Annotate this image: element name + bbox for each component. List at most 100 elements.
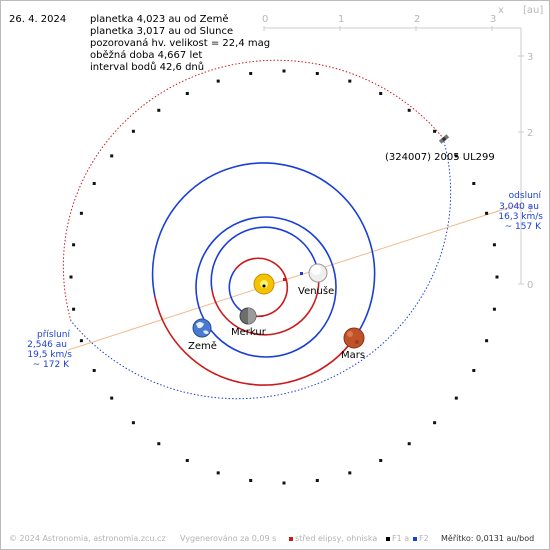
mars-label: Mars — [341, 350, 365, 361]
asteroid-orbit-points — [69, 69, 499, 485]
asteroid-orbit-point — [72, 307, 76, 311]
y-tick-label-0: 0 — [527, 280, 533, 291]
scale-label: Měřítko: — [441, 534, 474, 543]
perihelion-temp: ~ 172 K — [33, 360, 70, 370]
axis-frame — [263, 26, 524, 285]
legend-blue-square-icon — [413, 536, 417, 541]
asteroid-orbit-point — [157, 108, 161, 112]
y-tick-label-2: 2 — [527, 128, 533, 139]
asteroid-orbit-point — [249, 479, 253, 482]
apsides-line — [67, 203, 521, 351]
venus-label: Venuše — [298, 285, 334, 297]
asteroid-label: (324007) 2005 UL299 — [385, 152, 495, 163]
x-tick-label-2: 2 — [414, 14, 420, 25]
legend-center-foci: střed elipsy, ohniska — [289, 534, 377, 544]
asteroid-orbit-point — [110, 396, 114, 400]
asteroid-orbit-point — [131, 421, 135, 425]
asteroid-orbit-point — [185, 459, 189, 462]
mars-orbit-blue — [151, 162, 376, 338]
asteroid-orbit-point — [249, 72, 253, 75]
asteroid-orbit-point — [92, 182, 96, 185]
perihelion-label: přísluní — [37, 330, 71, 340]
asteroid-orbit-point — [110, 154, 114, 158]
legend-center-text: střed elipsy, ohniska — [295, 534, 378, 543]
asteroid-orbit-point — [485, 339, 489, 343]
asteroid-orbit-point — [216, 79, 220, 83]
focus-f2-marker — [300, 272, 303, 275]
legend-f2-text: F2 — [419, 534, 429, 543]
asteroid-orbit-point — [157, 442, 161, 446]
asteroid-orbit-point — [69, 275, 73, 279]
aphelion-label: odsluní — [509, 191, 542, 201]
mars-orbit-red — [154, 296, 356, 386]
asteroid-orbit-point — [485, 211, 489, 215]
asteroid-orbit-far-half — [62, 59, 444, 322]
legend-f2: F2 — [413, 534, 429, 544]
info-line-magnitude: pozorovaná hv. velikost = 22,4 mag — [90, 38, 271, 49]
mercury-icon — [239, 307, 257, 325]
asteroid-orbit-point — [454, 154, 458, 158]
asteroid-orbit-point — [348, 471, 352, 475]
info-line-distance-earth: planetka 4,023 au od Země — [90, 14, 229, 25]
asteroid-orbit-point — [92, 369, 96, 372]
earth-orbit-blue — [195, 216, 337, 288]
asteroid-orbit-near-half — [70, 137, 452, 400]
y-tick-label-3: 3 — [527, 52, 533, 63]
asteroid-orbit-point — [492, 307, 496, 311]
asteroid-orbit-point — [185, 92, 189, 95]
info-line-period: oběžná doba 4,667 let — [90, 50, 203, 61]
aphelion-speed: 16,3 km/s — [498, 212, 543, 222]
asteroid-orbit-point — [495, 275, 499, 279]
asteroid-orbit-point — [79, 211, 83, 215]
earth-label: Země — [188, 340, 217, 352]
x-tick-label-1: 1 — [338, 14, 344, 25]
legend-f1-text: F1 a — [392, 534, 410, 543]
asteroid-orbit-point — [79, 339, 83, 343]
asteroid-icon — [438, 134, 450, 144]
y-tick-label-1: 1 — [527, 204, 533, 215]
scale-info: Měřítko: 0,0131 au/bod — [441, 534, 534, 544]
aphelion-distance: 3,040 au — [499, 202, 539, 212]
legend-f1: F1 a — [386, 534, 409, 544]
mars-icon — [343, 327, 365, 349]
asteroid-orbit-point — [379, 92, 383, 95]
venus-orbit-red — [211, 271, 320, 336]
asteroid-orbit-point — [348, 79, 352, 83]
asteroid-orbit-point — [131, 129, 135, 133]
asteroid-orbit-point — [407, 442, 411, 446]
asteroid-orbit-point — [216, 471, 220, 475]
mercury-label: Merkur — [231, 327, 267, 338]
x-axis-label: x — [498, 5, 504, 16]
perihelion-distance: 2,546 au — [27, 340, 67, 350]
asteroid-orbit-point — [433, 421, 437, 425]
asteroid-orbit-point — [379, 459, 383, 462]
venus-orbit-blue — [210, 226, 319, 291]
asteroid-orbit-point — [492, 243, 496, 247]
date-label: 26. 4. 2024 — [9, 14, 67, 25]
asteroid-orbit-point — [433, 129, 437, 133]
unit-label: [au] — [523, 5, 543, 16]
scale-value: 0,0131 au/bod — [475, 534, 535, 543]
info-line-distance-sun: planetka 3,017 au od Slunce — [90, 26, 234, 37]
x-tick-label-3: 3 — [490, 14, 496, 25]
asteroid-orbit-point — [315, 72, 319, 75]
x-tick-label-0: 0 — [262, 14, 268, 25]
asteroid-orbit-point — [454, 396, 458, 400]
asteroid-orbit-point — [72, 243, 76, 247]
asteroid-orbit-point — [282, 69, 286, 73]
earth-icon — [192, 318, 212, 338]
legend-black-square-icon — [386, 536, 390, 541]
asteroid-orbit-point — [407, 108, 411, 112]
perihelion-speed: 19,5 km/s — [27, 350, 72, 360]
legend-red-square-icon — [289, 536, 293, 541]
info-line-interval: interval bodů 42,6 dnů — [90, 62, 205, 73]
mercury-orbit-red — [234, 257, 289, 318]
generated-time: Vygenerováno za 0,09 s — [180, 534, 277, 543]
mercury-orbit-blue — [228, 269, 248, 315]
aphelion-temp: ~ 157 K — [505, 222, 542, 232]
sun-icon — [253, 273, 275, 295]
copyright-text: © 2024 Astronomia, astronomia.zcu.cz — [9, 534, 166, 543]
asteroid-orbit-point — [282, 481, 286, 485]
earth-orbit-red — [195, 286, 337, 358]
